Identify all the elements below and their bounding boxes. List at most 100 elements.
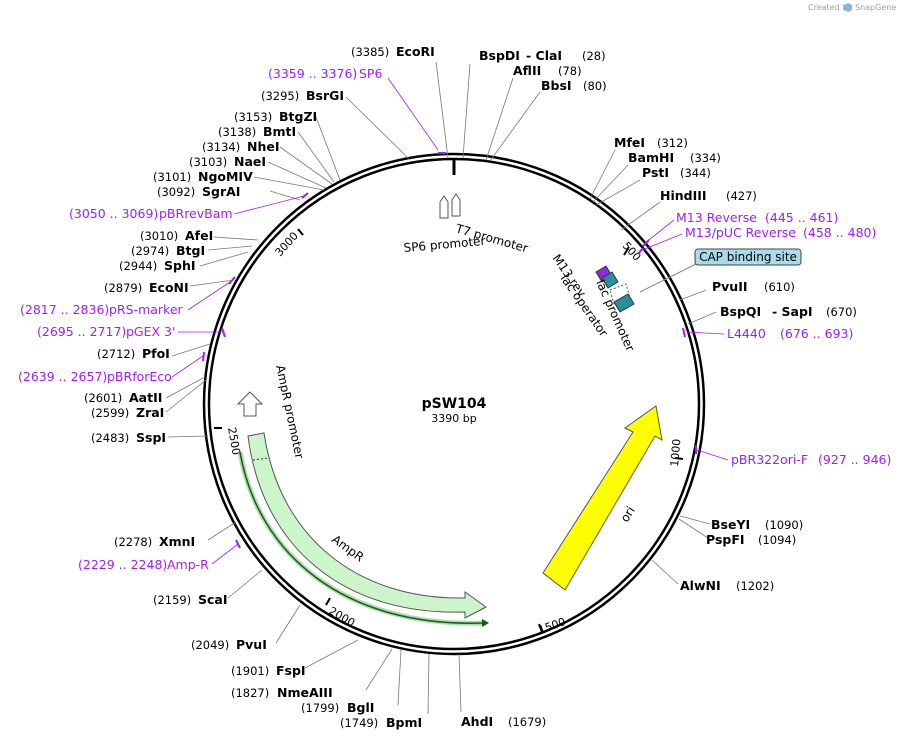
cap-callout-line (639, 261, 701, 293)
enzyme-bseyi[interactable]: BseYI(1090) (711, 517, 803, 532)
svg-text:HindIII: HindIII (660, 188, 707, 203)
enzyme-nmeaiii[interactable]: (1827)NmeAIII (231, 685, 333, 700)
svg-text:(1901): (1901) (231, 664, 269, 678)
svg-text:EcoNI: EcoNI (149, 280, 189, 295)
ngomiv-line (253, 176, 325, 191)
svg-text:(2712): (2712) (97, 347, 135, 361)
primer-m13-puc-reverse[interactable]: M13/pUC Reverse(458 .. 480) (685, 225, 876, 240)
ampr-promoter-label: AmpR promoter (273, 364, 307, 460)
t7-promoter-arrow-icon[interactable] (451, 193, 461, 217)
primer-amp-r[interactable]: (2229 .. 2248)Amp-R (78, 557, 209, 572)
svg-text:(3153): (3153) (234, 110, 272, 124)
primer-prs-marker[interactable]: (2817 .. 2836)pRS-marker (20, 302, 184, 317)
svg-text:(3385): (3385) (351, 45, 389, 59)
pbrrevbam-line (233, 195, 305, 215)
enzyme-bbsi[interactable]: BbsI(80) (541, 78, 607, 93)
svg-text:(3092): (3092) (157, 185, 195, 199)
enzyme-bpmi[interactable]: (1749)BpmI (340, 715, 422, 730)
enzyme-afei[interactable]: (3010) AfeI (140, 228, 213, 243)
svg-text:(676 .. 693): (676 .. 693) (780, 326, 853, 341)
svg-text:AatII: AatII (129, 390, 162, 405)
primer-sp6[interactable]: (3359 .. 3376)SP6 (268, 66, 382, 81)
primer-marks (202, 152, 697, 549)
svg-text:PspFI: PspFI (706, 532, 745, 547)
primer-pbrrevbam[interactable]: (3050 .. 3069)pBRrevBam (69, 206, 233, 221)
plasmid-name: pSW104 (422, 396, 487, 412)
enzyme-pvuii[interactable]: PvuII(610) (712, 279, 795, 294)
svg-text:(1090): (1090) (765, 518, 803, 532)
tick-label-2500: 2500 (225, 426, 243, 456)
svg-text:ScaI: ScaI (198, 592, 228, 607)
psti-line (595, 179, 641, 206)
enzyme-nhei[interactable]: (3134)NheI (202, 139, 280, 154)
btgi-line (207, 245, 253, 251)
cap-site-feature[interactable] (613, 293, 635, 313)
enzyme-bgli[interactable]: (1799)BglI (301, 700, 374, 715)
enzyme-mfei[interactable]: MfeI(312) (614, 135, 688, 150)
pbrforeco-mark (202, 351, 205, 362)
sspi-line (167, 435, 209, 438)
enzyme-btgi[interactable]: (2974)BtgI (131, 243, 205, 258)
primer-labels: (3359 .. 3376)SP6 M13 Reverse(445 .. 461… (18, 66, 891, 572)
enzyme-scai[interactable]: (2159)ScaI (153, 592, 228, 607)
enzyme-hindiii[interactable]: HindIII(427) (660, 188, 757, 203)
svg-text:(3050 .. 3069): (3050 .. 3069) (69, 206, 158, 221)
enzyme-fspi[interactable]: (1901)FspI (231, 663, 306, 678)
enzyme-ahdi[interactable]: AhdI(1679) (461, 714, 546, 729)
primer-m13-reverse[interactable]: M13 Reverse(445 .. 461) (676, 210, 838, 225)
enzyme-naei[interactable]: (3103)NaeI (189, 154, 266, 169)
enzyme-bspqi[interactable]: BspQI- SapI(670) (720, 304, 857, 319)
enzyme-pvui[interactable]: (2049)PvuI (191, 637, 267, 652)
primer-pbrforeco[interactable]: (2639 .. 2657)pBRforEco (18, 369, 172, 384)
svg-text:AlwNI: AlwNI (680, 578, 721, 593)
enzyme-ecori[interactable]: (3385)EcoRI (351, 44, 435, 59)
enzyme-sgrai[interactable]: (3092)SgrAI (157, 184, 240, 199)
sp6-promoter-label: SP6 promoter (403, 234, 486, 255)
enzyme-alwni[interactable]: AlwNI(1202) (680, 578, 774, 593)
svg-text:(80): (80) (583, 79, 607, 93)
primer-l4440[interactable]: L4440(676 .. 693) (727, 326, 853, 341)
l4440-line (686, 331, 725, 335)
enzyme-btgzi[interactable]: (3153)BtgZI (234, 109, 317, 124)
enzyme-sspi[interactable]: (2483)SspI (91, 430, 166, 445)
svg-text:BtgI: BtgI (176, 243, 205, 258)
enzyme-ngomiv[interactable]: (3101)NgoMIV (153, 169, 253, 184)
zrai-line (165, 379, 207, 413)
enzyme-zrai[interactable]: (2599)ZraI (91, 405, 164, 420)
svg-text:(1679): (1679) (508, 715, 546, 729)
primer-pgex3[interactable]: (2695 .. 2717)pGEX 3' (37, 324, 175, 339)
bmti-line (297, 131, 335, 183)
enzyme-xmni[interactable]: (2278)XmnI (114, 534, 195, 549)
cap-binding-box[interactable] (694, 248, 802, 266)
svg-text:(344): (344) (680, 166, 711, 180)
fspi-line (304, 639, 359, 669)
svg-text:SphI: SphI (164, 258, 196, 273)
svg-text:NheI: NheI (247, 139, 280, 154)
enzyme-econi[interactable]: (2879)EcoNI (104, 280, 189, 295)
enzyme-bmti[interactable]: (3138)BmtI (218, 124, 296, 139)
primer-pbr322ori-f[interactable]: pBR322ori-F(927 .. 946) (731, 452, 891, 467)
ori-feature[interactable] (542, 405, 663, 591)
ampr-boundary (252, 457, 270, 461)
svg-text:BmtI: BmtI (263, 124, 296, 139)
bamhi-line (592, 164, 629, 203)
enzyme-pfoi[interactable]: (2712) PfoI (97, 346, 170, 361)
enzyme-bspdi[interactable]: BspDI- ClaI(28) (479, 48, 606, 63)
enzyme-aatii[interactable]: (2601)AatII (84, 390, 162, 405)
svg-text:AfeI: AfeI (185, 228, 213, 243)
lac-operator-feature[interactable] (601, 271, 619, 289)
enzyme-bamhi[interactable]: BamHI(334) (628, 150, 721, 165)
pbrrevbam-mark (301, 192, 309, 199)
ampr-feature[interactable] (247, 432, 487, 619)
ampr-promoter-arrow-icon[interactable] (236, 391, 264, 417)
svg-text:PfoI: PfoI (142, 346, 170, 361)
svg-text:(3010): (3010) (140, 229, 178, 243)
svg-text:(3103): (3103) (189, 155, 227, 169)
enzyme-sphi[interactable]: (2944)SphI (119, 258, 196, 273)
enzyme-bsrgi[interactable]: (3295)BsrGI (261, 88, 344, 103)
enzyme-aflii[interactable]: AflII(78) (513, 63, 582, 78)
enzyme-psti[interactable]: PstI(344) (642, 165, 711, 180)
enzyme-pspfi[interactable]: PspFI(1094) (706, 532, 796, 547)
svg-text:M13/pUC Reverse: M13/pUC Reverse (685, 225, 796, 240)
sp6-promoter-arrow-icon[interactable] (439, 195, 449, 219)
